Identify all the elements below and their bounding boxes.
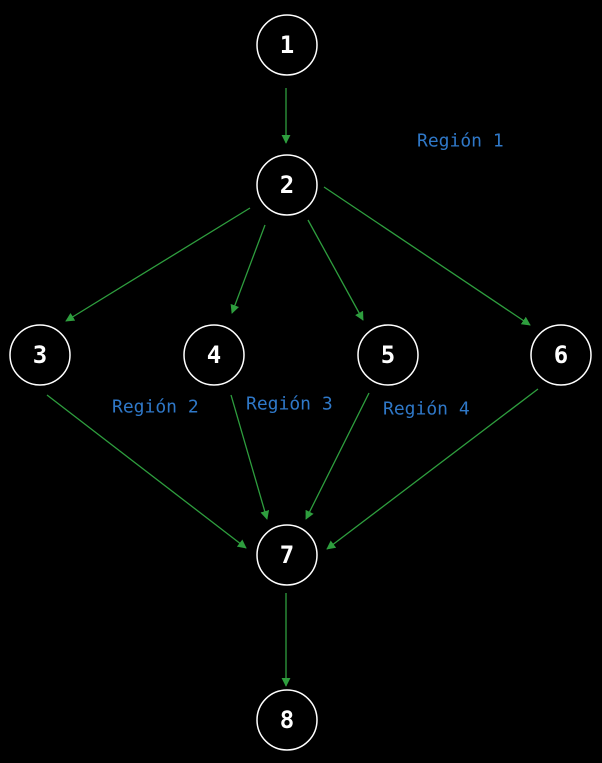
- node-label: 8: [280, 706, 294, 734]
- node-label: 6: [554, 341, 568, 369]
- edge-4-to-7: [230, 394, 270, 520]
- node-2: 2: [256, 154, 318, 216]
- node-3: 3: [9, 324, 71, 386]
- node-8: 8: [256, 689, 318, 751]
- edges: [46, 88, 539, 687]
- edge-3-to-7: [46, 394, 247, 549]
- edge-2-to-6: [323, 186, 531, 326]
- node-1: 1: [256, 14, 318, 76]
- node-circle: [256, 154, 318, 216]
- node-circle: [357, 324, 419, 386]
- node-4: 4: [183, 324, 245, 386]
- node-5: 5: [357, 324, 419, 386]
- edge-2-to-4: [230, 224, 266, 314]
- node-label: 2: [280, 171, 294, 199]
- node-circle: [530, 324, 592, 386]
- region-4-label: Región 4: [383, 399, 470, 420]
- node-6: 6: [530, 324, 592, 386]
- region-2-label: Región 2: [112, 397, 199, 418]
- node-label: 7: [280, 541, 294, 569]
- edge-6-to-7: [326, 388, 539, 550]
- node-circle: [183, 324, 245, 386]
- region-1-label: Región 1: [417, 131, 504, 152]
- node-label: 1: [280, 31, 294, 59]
- node-circle: [256, 524, 318, 586]
- node-circle: [256, 14, 318, 76]
- region-labels: Región 1 Región 2 Región 3 Región 4: [112, 131, 504, 420]
- region-3-label: Región 3: [246, 394, 333, 415]
- node-circle: [9, 324, 71, 386]
- node-label: 4: [207, 341, 221, 369]
- node-label: 3: [33, 341, 47, 369]
- node-label: 5: [381, 341, 395, 369]
- node-7: 7: [256, 524, 318, 586]
- nodes: 1 2 3 4 5 6 7 8: [9, 14, 592, 751]
- node-circle: [256, 689, 318, 751]
- edge-2-to-3: [65, 207, 251, 322]
- edge-5-to-7: [305, 392, 370, 520]
- edge-2-to-5: [307, 219, 364, 321]
